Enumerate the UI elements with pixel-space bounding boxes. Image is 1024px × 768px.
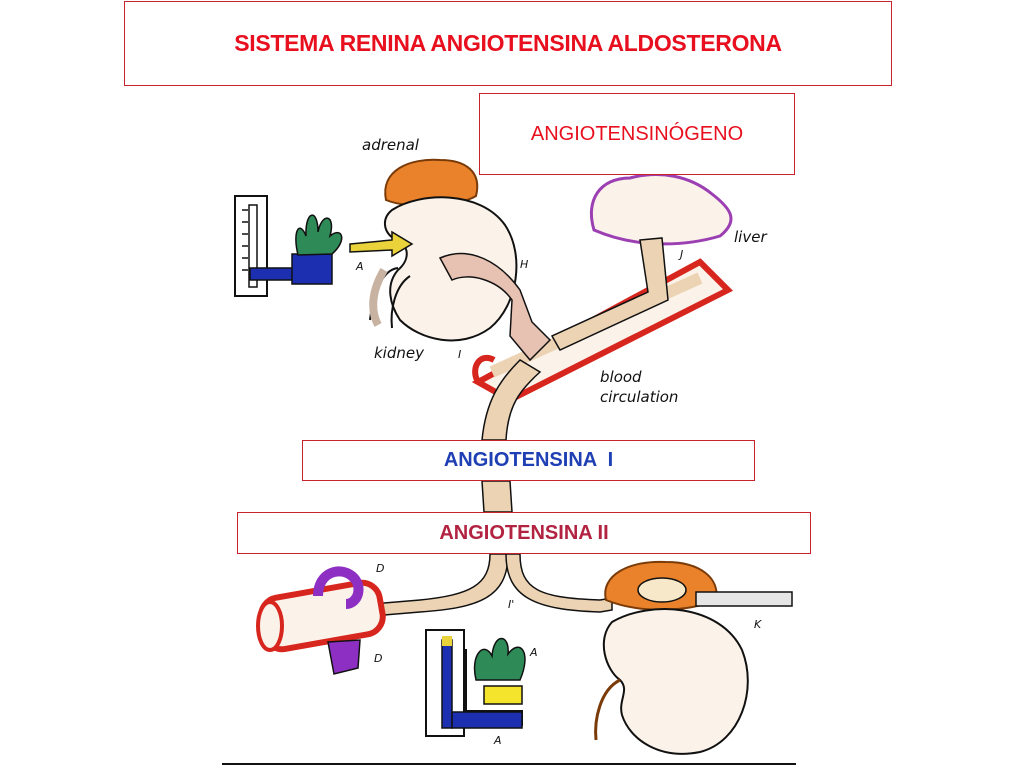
angiotensin-1-box: ANGIOTENSINA I: [302, 440, 755, 481]
liver-label: liver: [734, 228, 767, 246]
liver-icon: [589, 173, 733, 246]
angiotensinogen-label: ANGIOTENSINÓGENO: [530, 122, 744, 145]
letter-d-bottom: D: [374, 652, 382, 665]
letter-k: K: [754, 618, 762, 631]
angiotensinogen-box: ANGIOTENSINÓGENO: [479, 93, 795, 175]
plant-top-icon: [295, 214, 343, 256]
letter-j: J: [678, 248, 683, 261]
letter-a-bottom-right: A: [529, 646, 538, 659]
renin-arrow-icon: [349, 230, 414, 258]
renin-flow-arrow: [438, 252, 552, 362]
plant-bottom-icon: [473, 637, 526, 681]
aldosterone-tube: [695, 591, 793, 607]
letter-i: I: [458, 348, 461, 361]
angiotensinogen-flow-arrow: [550, 237, 669, 351]
adrenal-label: adrenal: [362, 136, 420, 154]
letter-i-prime: I': [508, 598, 514, 611]
letter-d-top: D: [376, 562, 384, 575]
angiotensin-1-label: ANGIOTENSINA I: [443, 449, 614, 471]
angiotensin-2-box: ANGIOTENSINA II: [237, 512, 811, 554]
page-title: SISTEMA RENINA ANGIOTENSINA ALDOSTERONA: [234, 30, 782, 56]
letter-a-top: A: [355, 260, 364, 273]
adrenal-gland-bottom-icon: [604, 560, 718, 611]
blood-label: blood: [600, 368, 642, 386]
title-box: SISTEMA RENINA ANGIOTENSINA ALDOSTERONA: [124, 1, 892, 86]
letter-a-bottom: A: [493, 734, 502, 747]
kidney-bottom-icon: [594, 608, 749, 755]
arteriole-bottom-icon: [256, 566, 386, 675]
manometer-top-icon: [234, 195, 333, 297]
kidney-label: kidney: [374, 344, 425, 362]
circulation-label: circulation: [600, 388, 678, 406]
angiotensin-ii-flow: [371, 553, 613, 617]
angiotensin-2-label: ANGIOTENSINA II: [439, 521, 609, 544]
letter-h: H: [520, 258, 528, 271]
manometer-bottom-icon: [425, 629, 523, 737]
